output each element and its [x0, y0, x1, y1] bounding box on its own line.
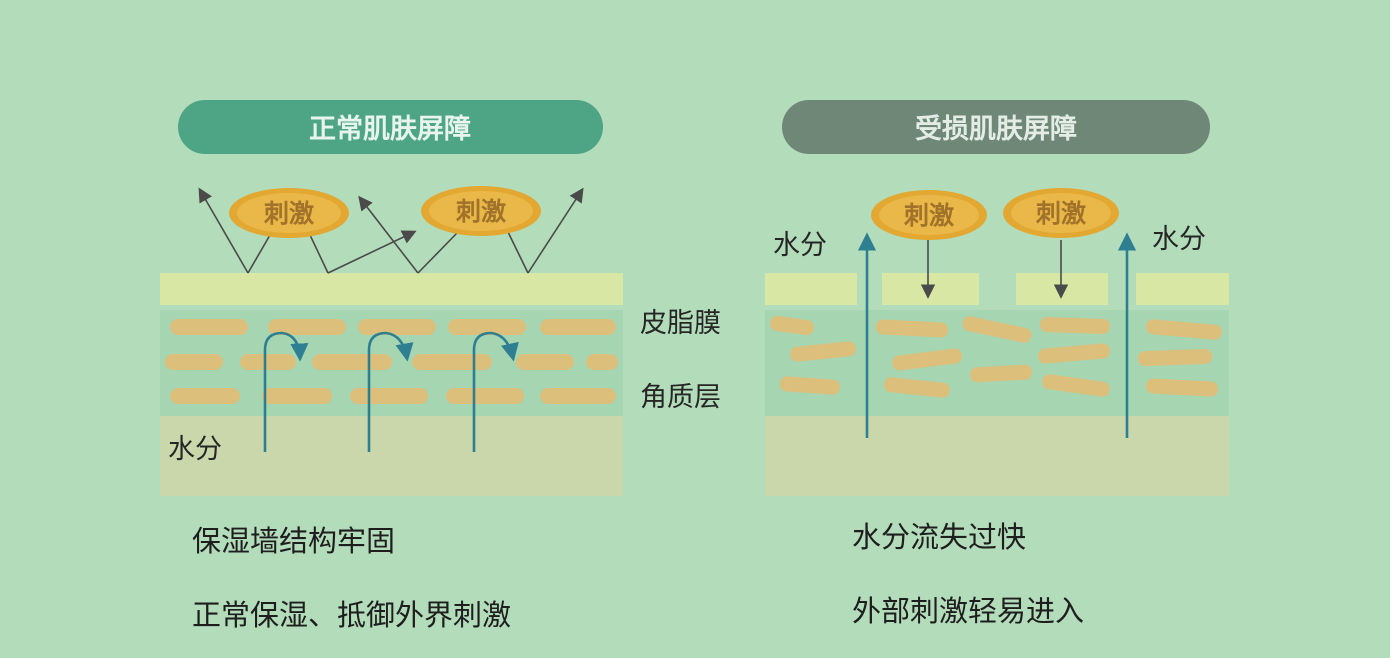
normal-brick-cells: [165, 319, 618, 404]
damaged-barrier-panel: 受损肌肤屏障: [765, 100, 1229, 496]
damaged-stimulus-2: 刺激: [1003, 188, 1119, 238]
svg-text:刺激: 刺激: [456, 197, 506, 226]
deflection-arrows: [198, 187, 584, 274]
normal-moisture-label: 水分: [168, 434, 222, 465]
normal-title-pill: [178, 100, 603, 154]
penetration-arrows: [920, 240, 1069, 299]
moisture-retention-arrows: [263, 331, 519, 452]
normal-stimulus-1: 刺激: [229, 188, 349, 238]
normal-title: 正常肌肤屏障: [309, 113, 471, 145]
damaged-title-pill: [782, 100, 1210, 154]
damaged-dermis-layer: [765, 414, 1229, 496]
normal-sebum-layer: [160, 273, 623, 305]
svg-text:刺激: 刺激: [904, 201, 954, 230]
svg-text:刺激: 刺激: [264, 199, 314, 228]
damaged-sebum-fragments: [765, 273, 1229, 305]
normal-dermis-layer: [160, 414, 623, 496]
svg-text:刺激: 刺激: [1036, 199, 1086, 228]
stratum-label: 角质层: [640, 382, 721, 413]
normal-caption-2: 正常保湿、抵御外界刺激: [192, 598, 512, 632]
moisture-loss-arrows: [857, 232, 1137, 438]
sebum-label: 皮脂膜: [640, 308, 721, 339]
damaged-caption-2: 外部刺激轻易进入: [852, 594, 1085, 628]
normal-barrier-panel: 正常肌肤屏障: [160, 100, 623, 496]
damaged-caption-1: 水分流失过快: [852, 520, 1027, 554]
damaged-moisture-label-right: 水分: [1152, 224, 1206, 255]
normal-caption-1: 保湿墙结构牢固: [192, 524, 396, 558]
damaged-stimulus-1: 刺激: [871, 190, 987, 240]
damaged-title: 受损肌肤屏障: [915, 113, 1077, 145]
damaged-scattered-cells: [770, 315, 1222, 398]
normal-stimulus-2: 刺激: [421, 186, 541, 236]
damaged-moisture-label-left: 水分: [773, 230, 827, 261]
